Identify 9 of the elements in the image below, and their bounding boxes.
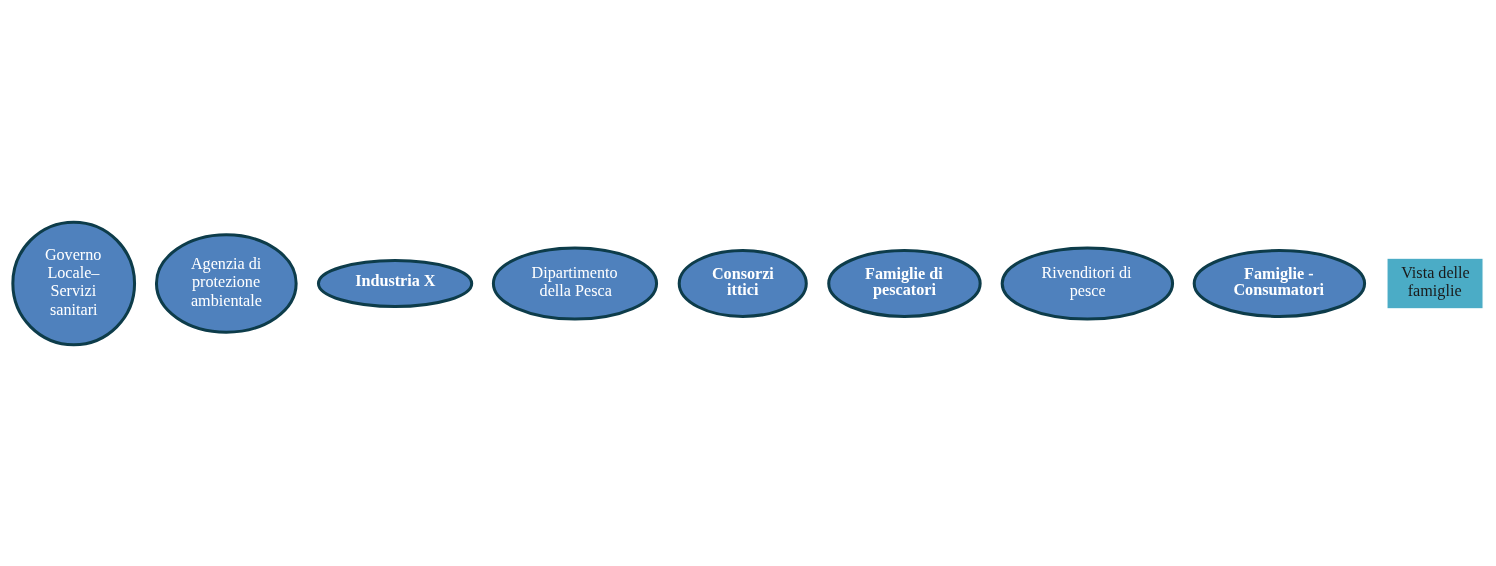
node-circle: Governo Locale– Servizi sanitari	[11, 220, 137, 346]
node-ellipse: Consorzi ittici	[677, 248, 808, 318]
node-ellipse: Industria X	[316, 258, 474, 308]
node-ellipse: Famiglie di pescatori	[827, 248, 982, 318]
node-ellipse: Famiglie - Consumatori	[1192, 248, 1367, 318]
node-box: Vista delle famiglie	[1386, 257, 1484, 309]
node-ellipse: Dipartimento della Pesca	[491, 245, 659, 321]
node-ellipse: Rivenditori di pesce	[1000, 245, 1175, 321]
node-ellipse: Agenzia di protezione ambientale	[154, 232, 298, 334]
